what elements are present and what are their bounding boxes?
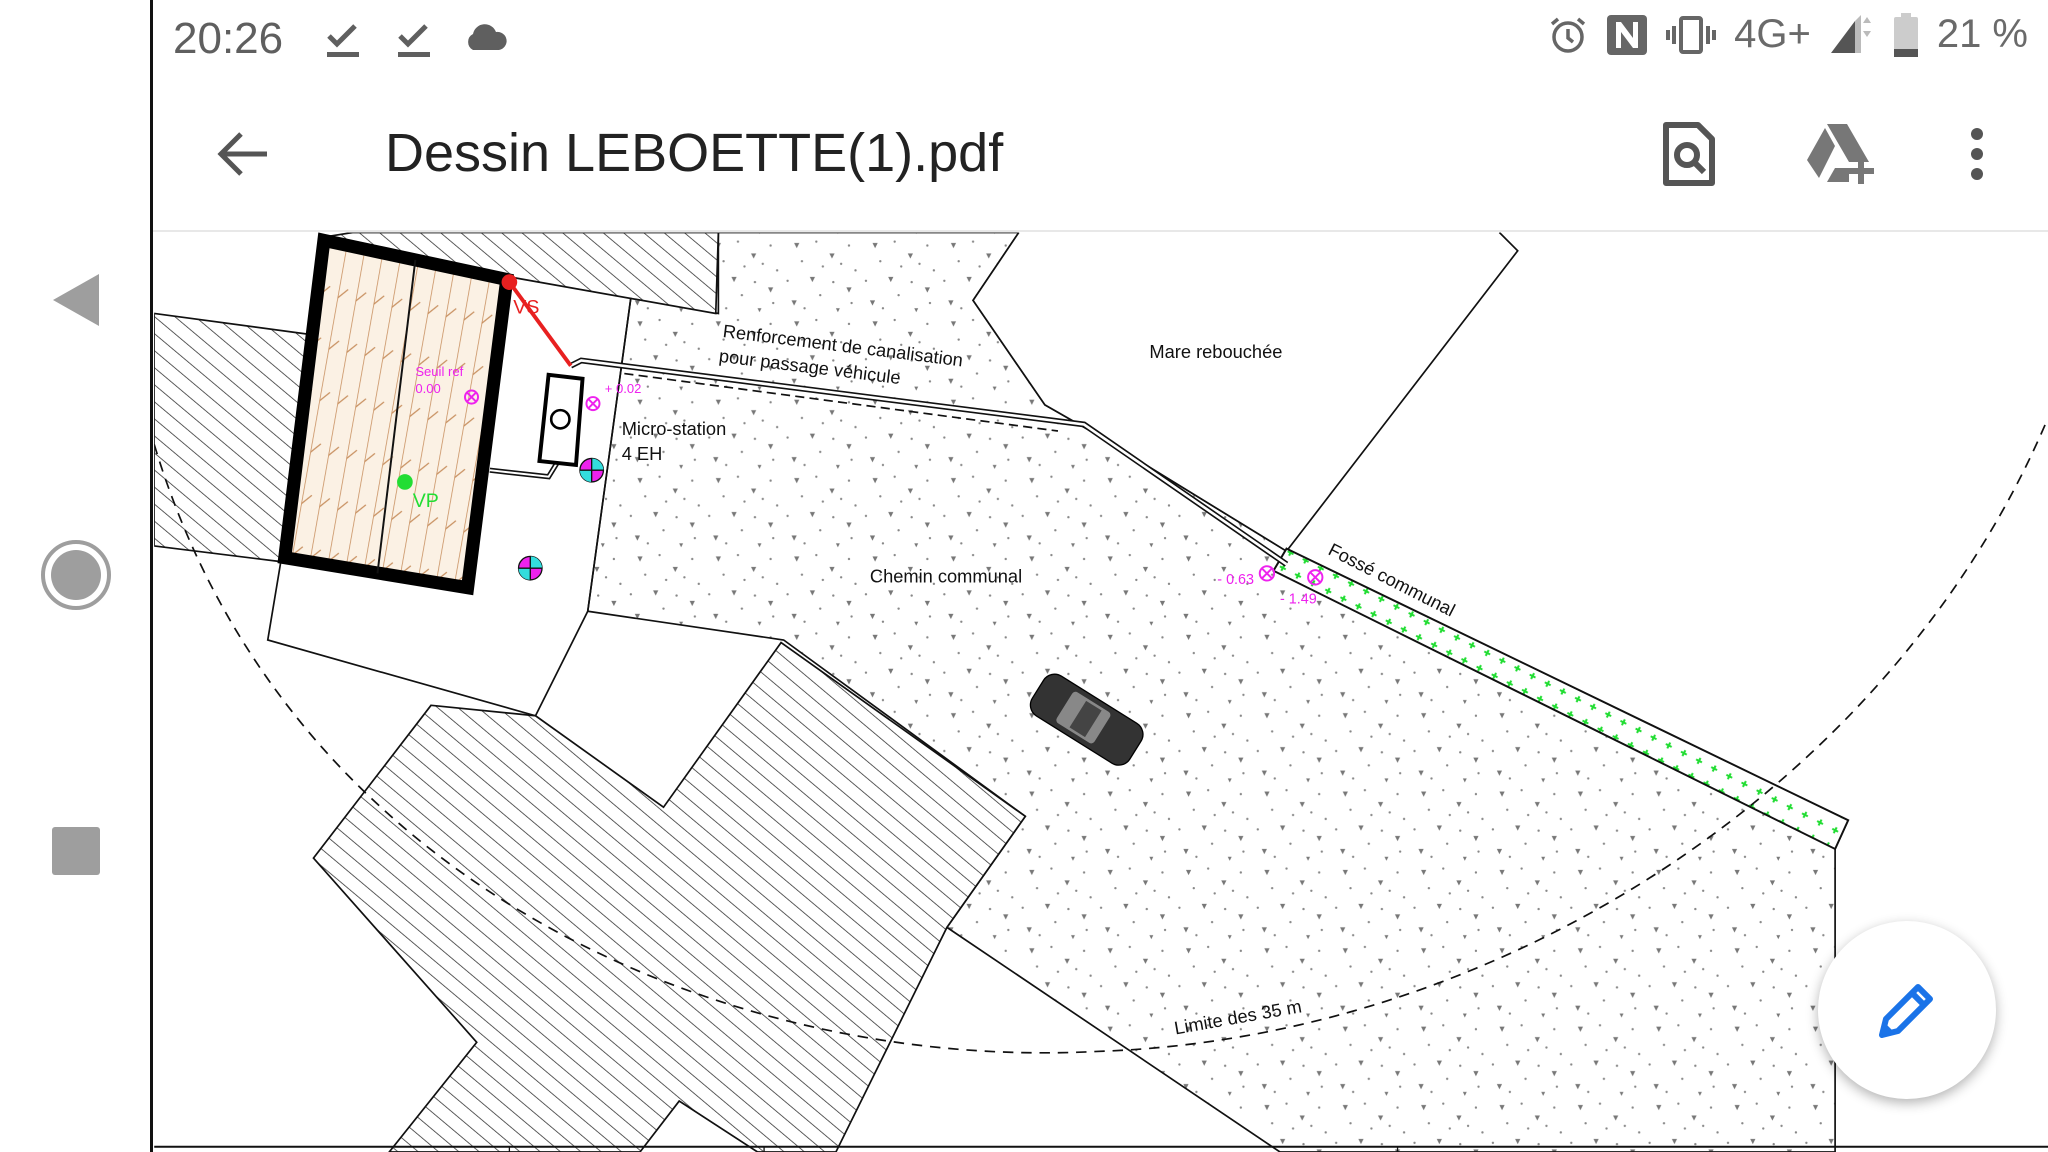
seuil-label: Seuil ref [415,364,463,379]
system-nav-bar [0,0,153,1152]
nfc-icon [1607,14,1648,55]
back-button[interactable] [203,114,283,194]
home-circle-icon [41,540,111,610]
nav-home-button[interactable] [40,539,112,611]
network-type: 4G+ [1734,12,1811,56]
back-arrow-icon [217,132,267,176]
signal-icon [1830,14,1871,53]
level-station: + 0.02 [605,381,642,396]
cloud-icon [468,24,507,50]
battery-icon [1893,12,1918,57]
level-a: - 0.63 [1217,572,1254,588]
nav-back-button[interactable] [40,264,112,336]
status-bar: 20:26 4G+ 21 % [153,0,2048,80]
fosse-strip [1272,547,1850,851]
download-done-icon [327,24,359,57]
app-bar: Dessin LEBOETTE(1).pdf [153,80,2048,232]
find-in-document-icon [1663,122,1715,186]
vp-marker [397,474,413,490]
battery-percent: 21 % [1936,12,2028,56]
find-in-document-button[interactable] [1649,114,1729,194]
recents-square-icon [52,827,100,875]
hatched-area-bottom [312,641,1027,1152]
download-done-icon [398,24,430,57]
micro-station-capacity: 4 EH [622,443,663,464]
seuil-value: 0.00 [415,381,440,396]
add-to-drive-icon [1807,124,1874,184]
edit-pencil-icon [1879,984,1933,1038]
limit-arc [154,417,2048,1054]
pipe-dashed [624,372,1059,432]
micro-station [537,372,585,468]
vs-marker [501,274,518,290]
level-marker [463,389,1324,586]
chemin-label: Chemin communal [870,566,1022,587]
edit-button[interactable] [1818,921,1996,1099]
vp-label: VP [413,490,439,512]
survey-marker [517,457,605,581]
level-b: - 1.49 [1280,591,1317,607]
vibrate-icon [1666,15,1717,54]
more-vert-icon [1971,128,1983,180]
document-title: Dessin LEBOETTE(1).pdf [385,123,1004,183]
back-triangle-icon [53,274,99,326]
mare-label: Mare rebouchée [1149,341,1282,362]
nav-recents-button[interactable] [40,815,112,887]
vs-label: VS [513,296,539,318]
status-time: 20:26 [173,14,284,63]
micro-station-label: Micro-station [622,418,727,439]
more-options-button[interactable] [1937,114,2017,194]
parcel-line [266,297,632,717]
car [1029,673,1144,766]
add-to-drive-button[interactable] [1801,114,1881,194]
alarm-icon [1550,17,1586,53]
